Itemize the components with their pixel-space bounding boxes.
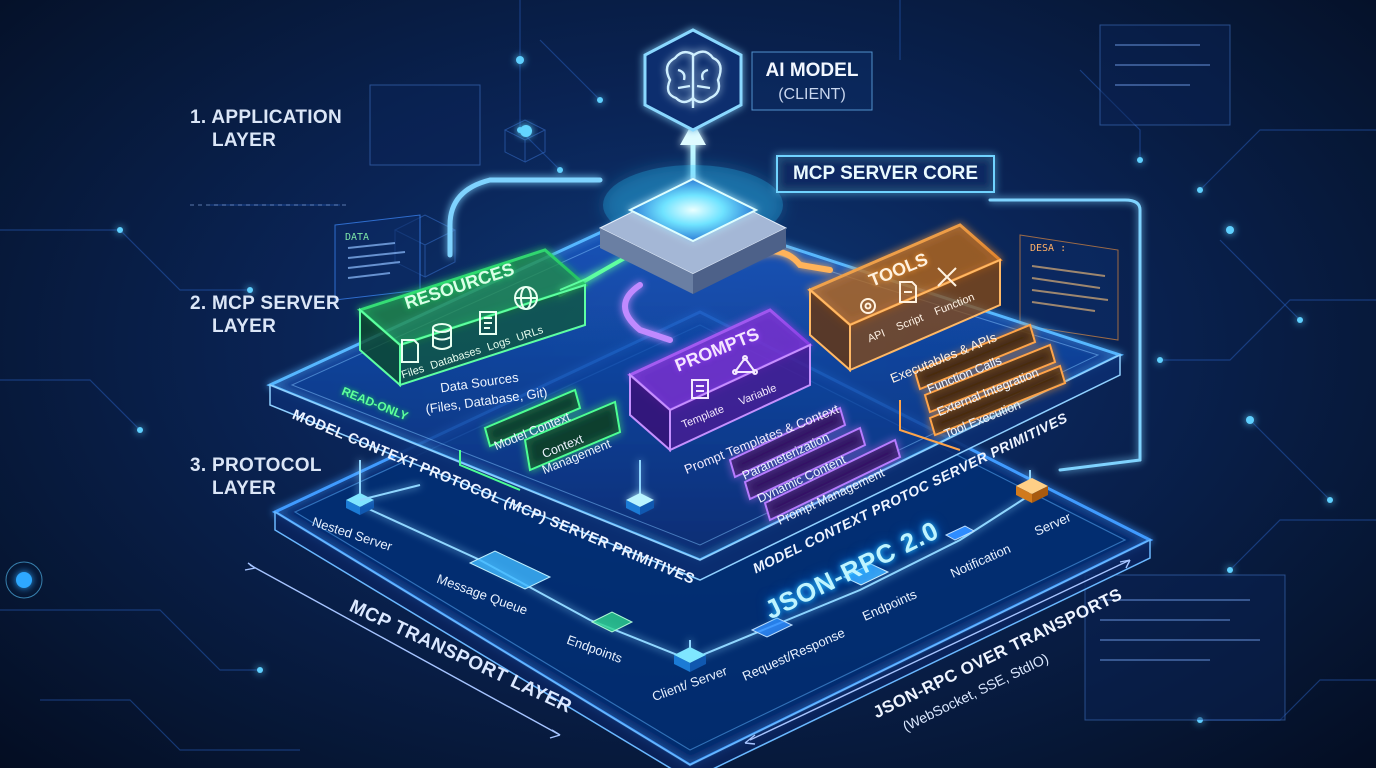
script-icon	[899, 281, 917, 303]
layer-label-protocol: 3. PROTOCOL LAYER	[190, 455, 322, 499]
core-cube	[598, 165, 788, 294]
template-icon	[691, 379, 709, 399]
right-data-panel	[1019, 234, 1119, 341]
left-panel-title: DATA	[345, 232, 370, 243]
globe-icon	[514, 286, 538, 310]
variable-icon	[732, 355, 758, 375]
ai-model-title: AI MODEL	[765, 60, 859, 81]
logs-icon	[479, 311, 497, 335]
resource-icons	[401, 286, 538, 363]
function-icon	[937, 267, 957, 287]
transport-nodes	[346, 478, 1048, 672]
prompts-block	[627, 308, 813, 453]
core-title: MCP SERVER CORE	[792, 163, 979, 184]
left-data-panel	[334, 214, 421, 301]
layer-label-mcp-server: 2. MCP SERVER LAYER	[190, 293, 340, 337]
layer-label-application: 1. APPLICATION LAYER	[190, 107, 342, 151]
ai-model-node	[643, 28, 743, 132]
tools-block	[807, 223, 1003, 373]
ai-model-subtitle: (CLIENT)	[778, 86, 846, 103]
core-label-frame	[776, 155, 995, 193]
database-icon	[432, 323, 452, 350]
right-panel-title: DESA :	[1030, 243, 1067, 254]
gear-icon	[860, 298, 876, 314]
brain-icon	[665, 50, 722, 108]
ai-model-label-frame	[751, 51, 873, 111]
files-icon	[401, 339, 419, 363]
